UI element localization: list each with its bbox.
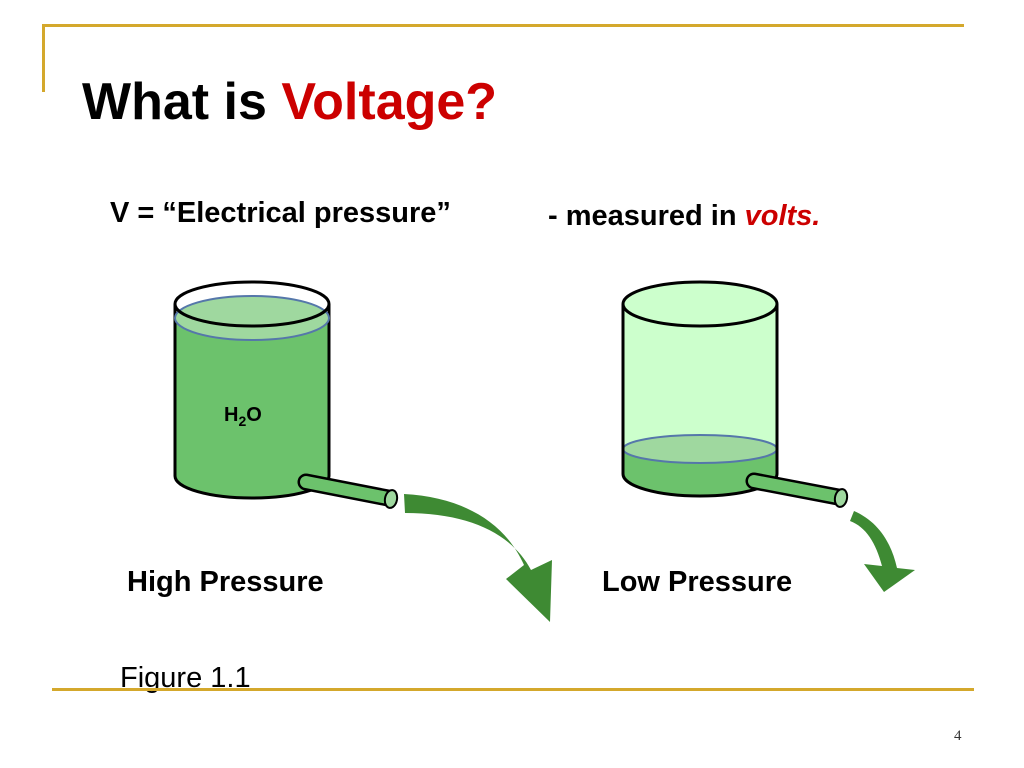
high-flow-arrow: [404, 494, 552, 622]
high-tank-rim: [173, 280, 331, 328]
title-prefix: What is: [82, 73, 282, 131]
low-tank-rim: [621, 280, 779, 328]
high-tank-water-surface: [174, 295, 330, 341]
page-number: 4: [954, 728, 962, 744]
h2o-label-base: H: [224, 404, 238, 426]
high-pressure-label: High Pressure: [127, 566, 324, 598]
low-flow-arrow: [850, 511, 915, 592]
low-tank-water-surface: [622, 434, 778, 464]
measured-prefix: - measured in: [548, 200, 745, 232]
h2o-label: H2O: [224, 404, 262, 429]
frame-accent-top: [42, 24, 964, 27]
measured-in-text: - measured in volts.: [548, 200, 820, 233]
low-tank-spout: [745, 472, 849, 508]
title-accent: Voltage?: [281, 73, 498, 131]
low-pressure-label: Low Pressure: [602, 566, 793, 598]
high-pressure-tank: H2O: [173, 280, 552, 622]
voltage-definition: V = “Electrical pressure”: [110, 197, 451, 229]
h2o-label-subscript: 2: [238, 413, 246, 429]
h2o-label-tail: O: [246, 404, 262, 426]
measured-unit: volts.: [744, 200, 821, 232]
low-pressure-tank: [621, 280, 915, 592]
frame-accent-bottom: [52, 688, 974, 691]
high-tank-spout: [297, 473, 399, 509]
frame-accent-left: [42, 24, 45, 92]
slide-title: What is Voltage?: [82, 72, 497, 132]
